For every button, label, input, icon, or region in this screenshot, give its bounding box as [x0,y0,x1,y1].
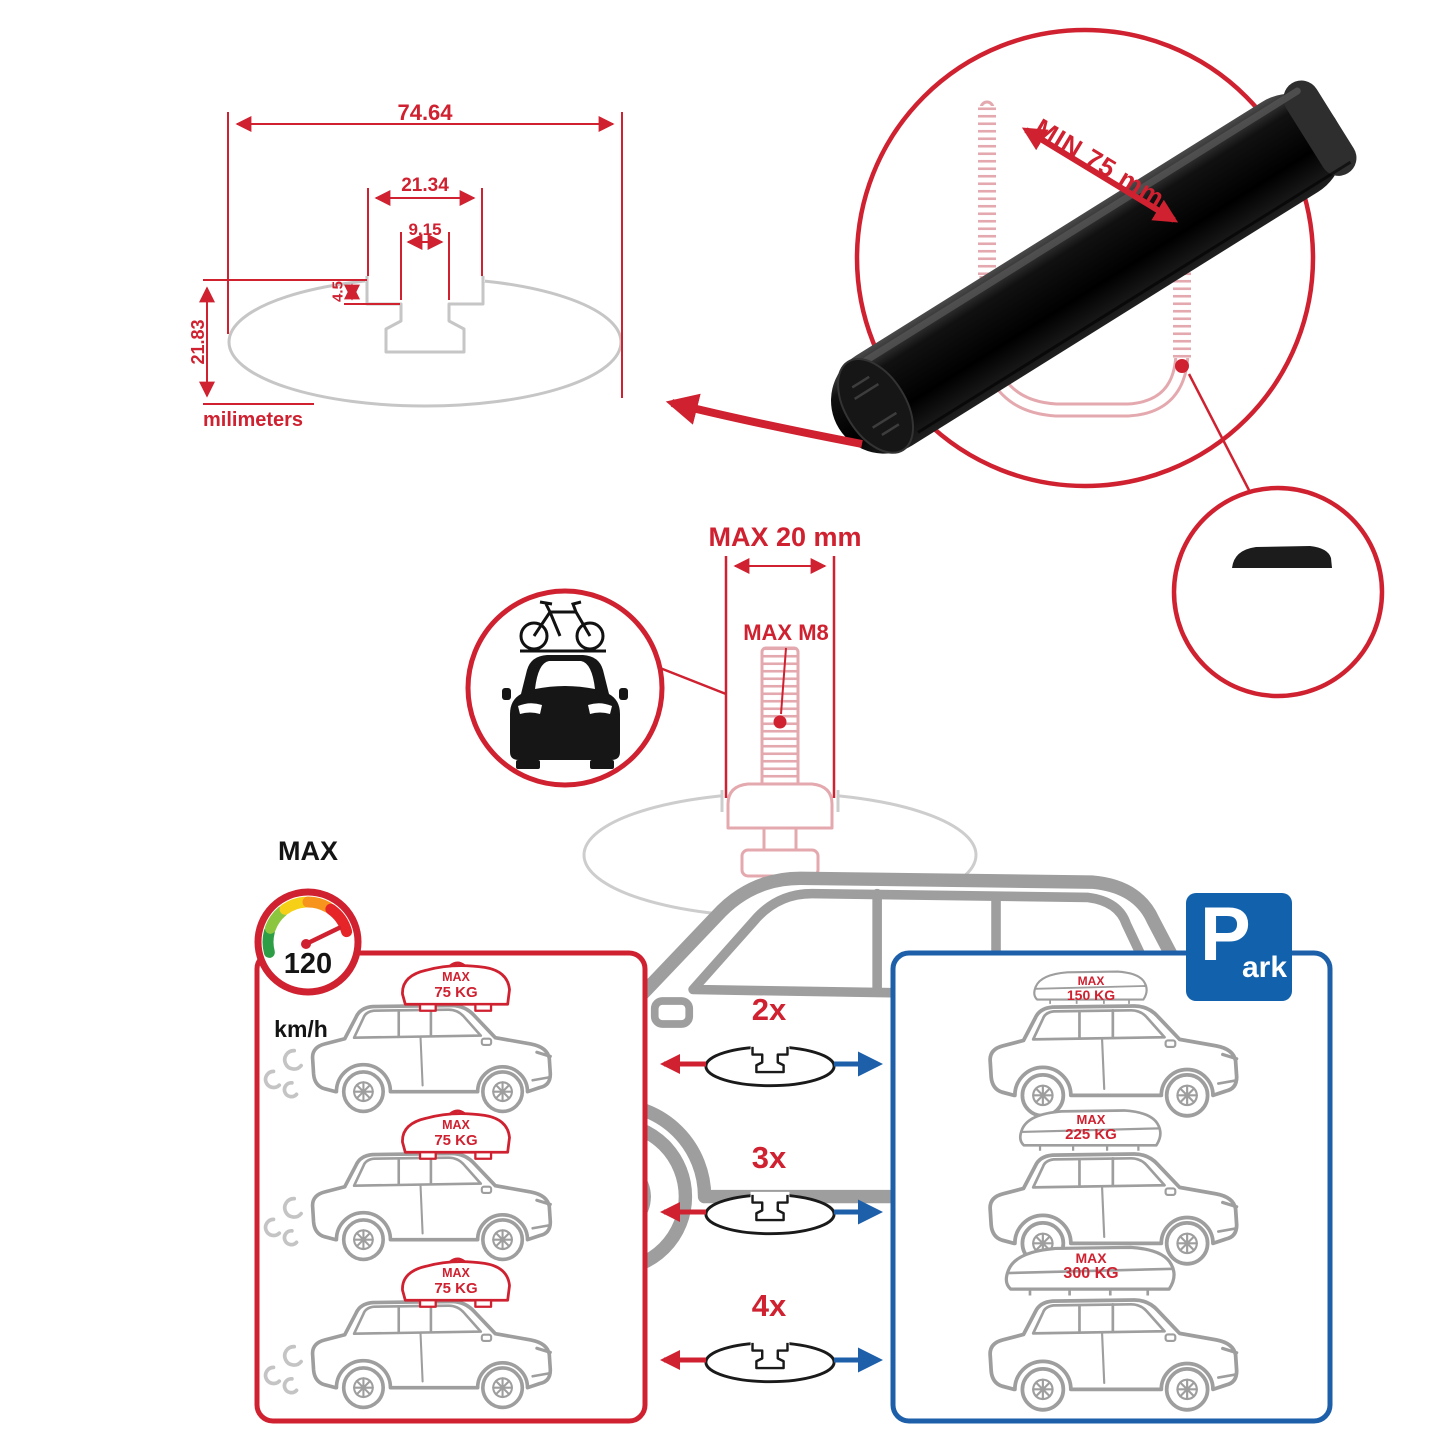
driving-load-value-2: 75 KG [434,1132,478,1149]
multiplier-3x: 3x [751,1140,787,1175]
parking-load-max-3: MAX [1075,1250,1107,1266]
crossbar-section-icon [704,1338,836,1384]
dim-label-total-height: 21.83 [188,319,208,365]
zoom-circle [854,27,1316,489]
park-sign-letter: P [1200,892,1251,977]
speed-max-label: MAX [278,836,338,866]
dim-label-total-width: 74.64 [397,100,453,125]
bolt-dimension-lines [724,556,836,798]
load-comparison [254,888,1333,1424]
profile-dimension-diagram [199,112,623,408]
bike-car-badge [465,588,727,788]
driving-load-max-1: MAX [442,970,470,984]
max-depth-label: MAX 20 mm [708,522,862,552]
dim-label-channel-width: 21.34 [401,175,449,196]
multiplier-4x: 4x [751,1288,787,1323]
park-sign: P ark [1186,893,1292,1001]
dim-label-lip-depth: 4.5 [329,281,347,302]
bike-icon [519,600,605,651]
speed-unit: km/h [274,1016,328,1042]
rooftop-box-car-badge [436,485,1385,1269]
park-sign-suffix: ark [1242,951,1288,984]
bar-count-icons [660,1042,883,1384]
driving-load-value-3: 75 KG [434,1280,478,1297]
roof-box-silhouette [1232,546,1332,568]
speedometer-icon [254,888,362,996]
thread-callout-dot [773,715,787,729]
car-front-icon [502,655,628,769]
driving-load-max-2: MAX [442,1118,470,1132]
parking-load-max-1: MAX [1077,974,1105,988]
crossbar-3d-view [665,27,1357,497]
crossbar-bar [831,80,1357,454]
driving-load-max-3: MAX [442,1266,470,1280]
clamp-callout-dot [1175,359,1189,373]
arrow-to-profile [665,393,863,448]
multiplier-2x: 2x [751,992,787,1027]
speed-value: 120 [283,948,333,980]
dimension-lines [199,112,623,405]
min-span-arrow [1021,127,1179,223]
dim-label-slot-width: 9.15 [408,220,442,239]
parking-load-value-1: 150 KG [1066,987,1116,1003]
parking-load-value-2: 225 KG [1065,1126,1117,1143]
units-label: milimeters [203,409,304,431]
max-thread-label: MAX M8 [743,620,829,645]
parking-load-value-3: 300 KG [1063,1265,1119,1282]
parking-load-max-2: MAX [1076,1112,1106,1127]
driving-load-value-1: 75 KG [434,984,478,1001]
